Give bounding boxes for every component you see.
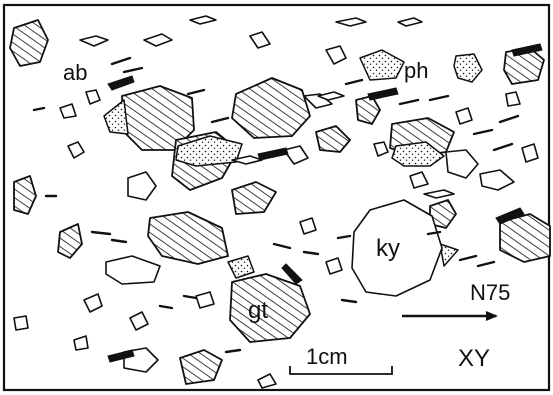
phengite-grain <box>228 256 254 278</box>
clear-grain <box>456 108 472 124</box>
clear-grain <box>446 150 478 178</box>
phengite-grain <box>440 244 458 266</box>
dash <box>124 68 142 72</box>
clear-grain <box>60 104 76 118</box>
garnet-grain <box>316 126 350 152</box>
dash <box>478 262 494 266</box>
dash <box>160 306 172 308</box>
label-ky: ky <box>376 235 400 262</box>
dark-flake <box>108 76 134 90</box>
phengite-grain <box>360 50 404 80</box>
dash <box>474 130 492 134</box>
dash <box>212 118 228 122</box>
dash <box>460 256 476 260</box>
garnet-grain <box>356 96 380 124</box>
dash <box>184 296 196 298</box>
phengite-grain <box>104 100 128 134</box>
clear-grain <box>14 316 28 330</box>
dash <box>188 90 204 94</box>
lens <box>144 34 172 46</box>
dash <box>112 240 126 242</box>
clear-grain <box>374 142 388 156</box>
clear-grain <box>196 292 214 308</box>
clear-grain <box>258 374 276 388</box>
dash <box>346 80 362 84</box>
label-ab: ab <box>63 60 87 85</box>
section-label: XY <box>458 345 490 372</box>
dash <box>304 252 318 254</box>
label-ph: ph <box>404 58 428 83</box>
clear-grain <box>522 144 538 162</box>
lens <box>190 16 216 24</box>
dash <box>34 108 44 110</box>
garnet-grain <box>10 20 48 66</box>
garnet-grain <box>230 274 310 342</box>
dash <box>500 116 518 122</box>
phengite-grain <box>454 54 482 82</box>
label-direction: N75 <box>470 280 510 305</box>
clear-grain <box>128 172 156 200</box>
dash <box>226 350 240 352</box>
lens <box>398 18 422 26</box>
scale-label: 1cm <box>306 344 348 369</box>
garnet-grain <box>232 78 310 138</box>
clear-grain <box>106 256 160 284</box>
garnet-grain <box>180 350 222 384</box>
garnet-grain <box>14 176 36 214</box>
lens <box>336 18 366 26</box>
clear-grain <box>506 92 520 106</box>
clear-grain <box>74 336 88 350</box>
dash <box>92 232 110 234</box>
dash <box>494 144 512 150</box>
garnet-grain <box>148 212 228 264</box>
dash <box>338 236 350 238</box>
clear-grain <box>86 90 100 104</box>
clear-grain <box>284 146 308 164</box>
label-gt: gt <box>248 297 268 324</box>
dark-flake <box>258 148 288 160</box>
dash <box>430 96 448 100</box>
clear-grain <box>326 258 342 274</box>
clear-grain <box>250 32 270 48</box>
lens <box>424 190 454 198</box>
dash <box>342 300 356 302</box>
garnet-grain <box>58 224 82 258</box>
dash <box>274 244 290 248</box>
clear-grain <box>326 46 346 64</box>
clear-grain <box>84 294 102 312</box>
garnet-grain <box>232 182 276 214</box>
dash <box>400 100 418 104</box>
clear-grain <box>410 172 428 188</box>
dash <box>112 58 130 64</box>
dark-flake <box>368 88 398 100</box>
clear-grain <box>300 218 316 234</box>
lens <box>80 36 108 46</box>
clear-grain <box>130 312 148 330</box>
clear-grain <box>68 142 84 158</box>
clear-grain <box>480 170 514 190</box>
